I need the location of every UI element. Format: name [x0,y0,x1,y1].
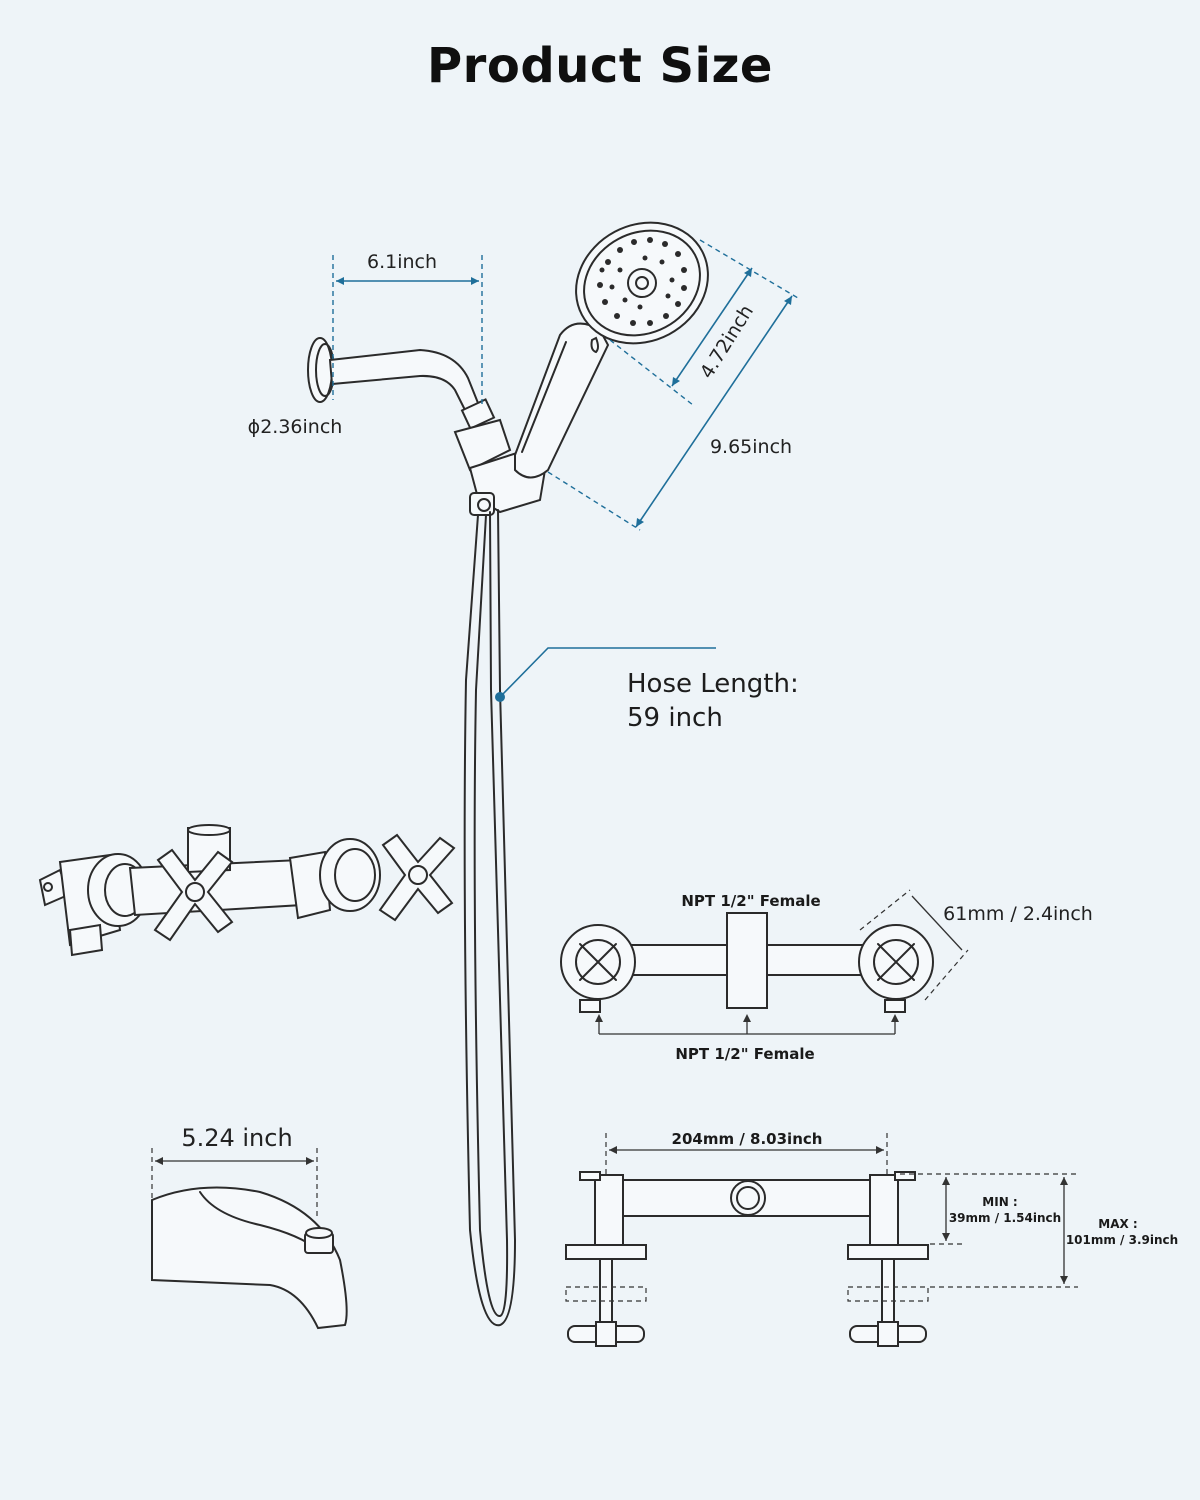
spout-length-label: 5.24 inch [181,1124,292,1152]
min-value: 39mm / 1.54inch [949,1211,1061,1225]
handheld-shower-illustration [514,221,709,479]
hose-length-callout: Hose Length: 59 inch [495,647,799,733]
arm-length-label: 6.1inch [367,251,437,273]
handheld-length-label: 9.65inch [710,436,792,458]
arm-length-dimension: 6.1inch [332,251,483,405]
top-port-label: NPT 1/2" Female [681,892,820,910]
valve-body-illustration [38,824,456,957]
flange-diameter-label: ϕ2.36inch [248,416,343,438]
hose-length-value: 59 inch [627,703,723,733]
shower-arm-illustration [307,337,547,516]
min-label: MIN : [982,1195,1017,1209]
head-diameter-label: 4.72inch [696,301,758,382]
handheld-length-dimension: 9.65inch [547,295,793,531]
hose-length-label: Hose Length: [627,669,799,699]
bottom-ports-label: NPT 1/2" Female [675,1045,814,1063]
page-title: Product Size [427,38,773,94]
valve-width-label: 204mm / 8.03inch [672,1130,823,1148]
tub-spout-diagram: 5.24 inch [151,1124,348,1330]
max-label: MAX : [1098,1217,1137,1231]
handle-size-label: 61mm / 2.4inch [943,903,1093,925]
valve-front-diagram: NPT 1/2" Female NPT 1/2" Female 61mm / 2… [560,889,1093,1063]
valve-side-diagram: 204mm / 8.03inch MIN : 39mm / 1.54inch M… [565,1130,1178,1347]
max-value: 101mm / 3.9inch [1066,1233,1178,1247]
hose-illustration [463,509,516,1327]
